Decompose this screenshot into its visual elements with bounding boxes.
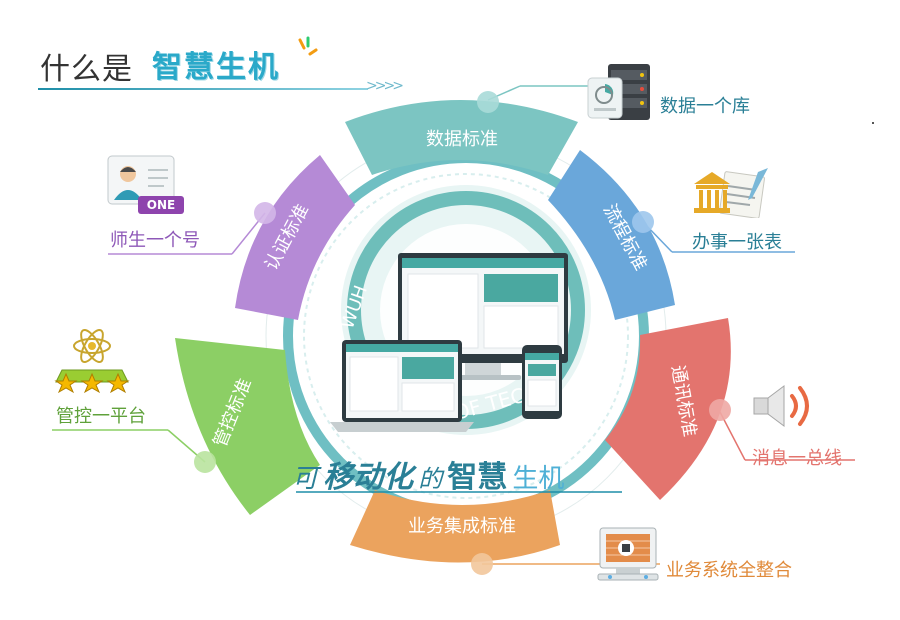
connector-platform — [52, 429, 216, 473]
sparkle-icon — [298, 36, 318, 56]
plug-panel-icon — [597, 527, 659, 581]
user-card-icon — [107, 155, 184, 214]
segment-data-standard — [345, 100, 578, 175]
bank-document-icon — [694, 168, 768, 218]
server-icon — [587, 64, 650, 120]
page-title-accent: 智慧生机 — [152, 50, 280, 85]
connector-account — [108, 202, 276, 255]
stray-dot — [872, 122, 874, 124]
segment-integration-standard-label: 业务集成标准 — [408, 516, 516, 537]
laptop-illustration — [330, 340, 474, 432]
caption-part-2: 移动化 — [323, 460, 414, 495]
caption-part-4: 智慧 — [447, 460, 508, 495]
callout-account-label: 师生一个号 — [110, 230, 200, 251]
caption-part-5: 生机 — [512, 464, 565, 494]
segment-auth-standard — [235, 155, 355, 320]
connector-bus — [709, 399, 855, 461]
callout-platform-label: 管控一平台 — [56, 406, 146, 427]
atom-stars-icon — [54, 329, 130, 394]
callout-bus-label: 消息一总线 — [752, 448, 842, 469]
segment-process-standard — [548, 150, 675, 320]
segment-data-standard-label: 数据标准 — [426, 129, 498, 150]
callout-form-label: 办事一张表 — [692, 232, 782, 253]
center-caption: 可 移动化 的 智慧 生机 — [292, 452, 564, 496]
title-arrow-icon: >>>> — [366, 78, 404, 94]
caption-part-3: 的 — [418, 465, 443, 493]
segment-comm-standard — [605, 318, 731, 500]
segment-control-standard — [175, 338, 320, 515]
callout-integration-label: 业务系统全整合 — [666, 560, 792, 581]
phone-illustration — [522, 345, 562, 419]
caption-part-1: 可 — [292, 464, 319, 494]
segment-integration-standard — [350, 490, 560, 563]
page-title-prefix: 什么是 — [40, 52, 133, 87]
connector-form — [632, 211, 795, 253]
desktop-monitor-illustration — [398, 253, 568, 380]
callout-database-label: 数据一个库 — [660, 96, 750, 117]
title-underline — [38, 88, 368, 90]
one-badge: ONE — [146, 198, 176, 212]
speaker-icon — [753, 385, 809, 427]
